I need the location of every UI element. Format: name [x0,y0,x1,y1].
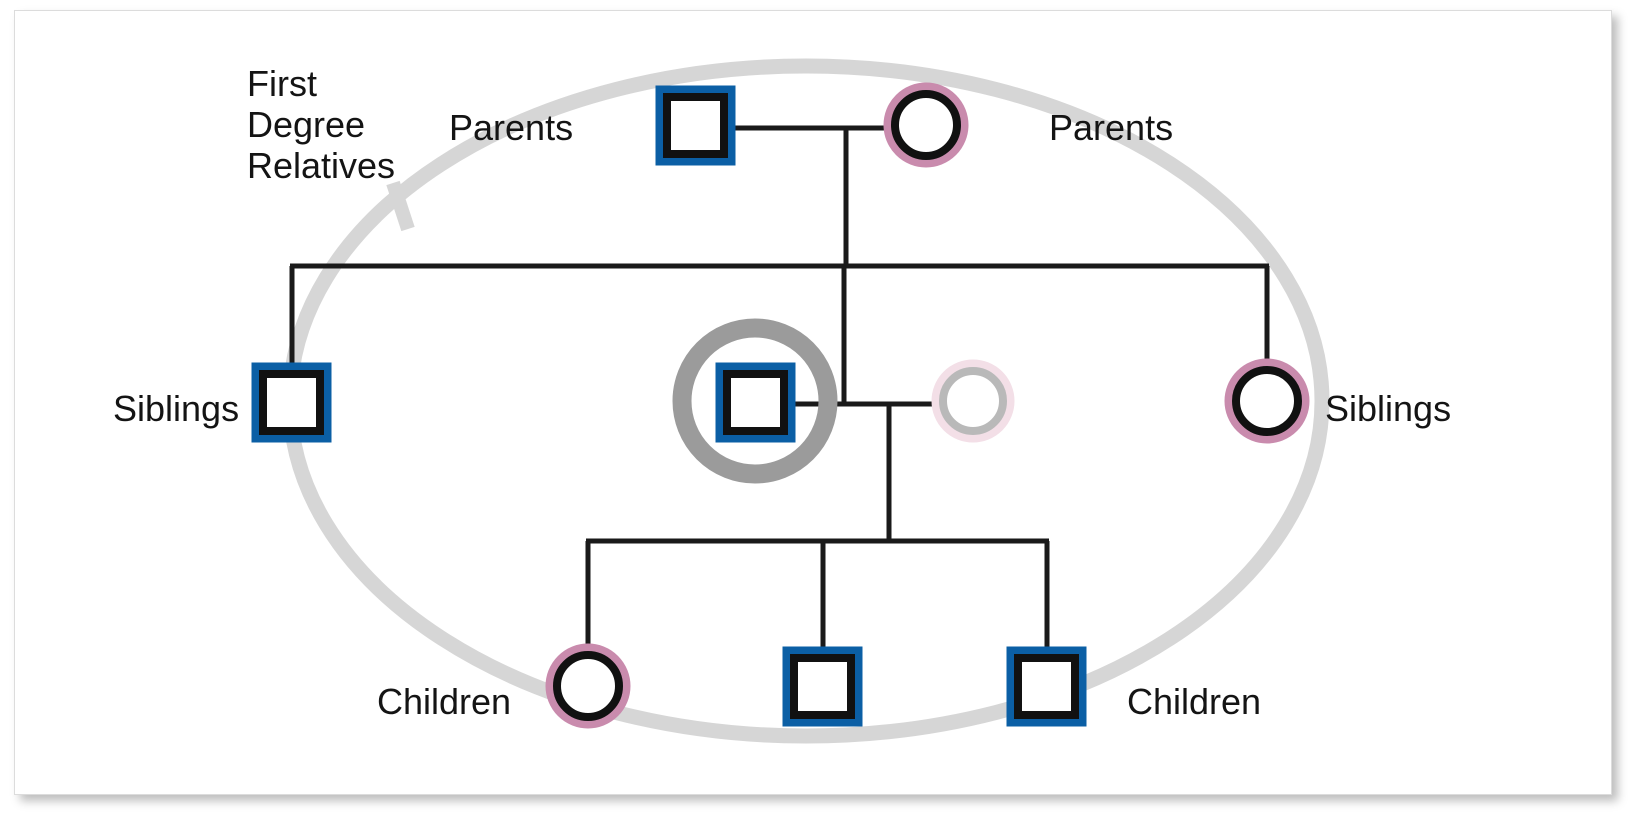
symbol-child-3-male[interactable] [1006,646,1087,727]
sibling-left-inner-square [259,370,324,435]
connector-lines [289,125,1270,659]
proband-inner-square [723,370,788,435]
proband-ring [672,318,838,484]
symbol-sibling-left-male[interactable] [251,362,332,443]
pedigree-stage: First Degree Relatives Parents Parents S… [15,11,1611,794]
child-3-inner-square [1014,654,1079,719]
label-parents-right: Parents [1049,107,1174,148]
label-siblings-right: Siblings [1325,388,1452,429]
father-inner-square [663,93,728,158]
pedigree-diagram [251,58,1330,744]
label-parents-left: Parents [449,107,574,148]
label-children-right: Children [1127,681,1262,722]
mother-inner-circle [891,90,961,160]
child-2-inner-square [790,654,855,719]
symbol-proband-male[interactable] [715,362,796,443]
first-degree-relatives-pointer [386,180,415,232]
label-siblings-left: Siblings [113,388,240,429]
label-first-degree-relatives: First Degree Relatives [247,63,396,186]
slide-card: First Degree Relatives Parents Parents S… [14,10,1612,795]
label-children-left: Children [377,681,512,722]
symbol-father-male[interactable] [655,85,736,166]
symbol-mother-female[interactable] [883,82,969,168]
sibling-right-inner-circle [1232,366,1302,436]
spouse-inner-circle [939,367,1007,435]
symbol-child-1-female[interactable] [545,643,631,729]
first-degree-relatives-ellipse [282,58,1330,744]
symbol-sibling-right-female[interactable] [1224,358,1310,444]
child-1-inner-circle [553,651,623,721]
symbol-spouse-female-faded[interactable] [931,359,1015,443]
symbol-child-2-male[interactable] [782,646,863,727]
